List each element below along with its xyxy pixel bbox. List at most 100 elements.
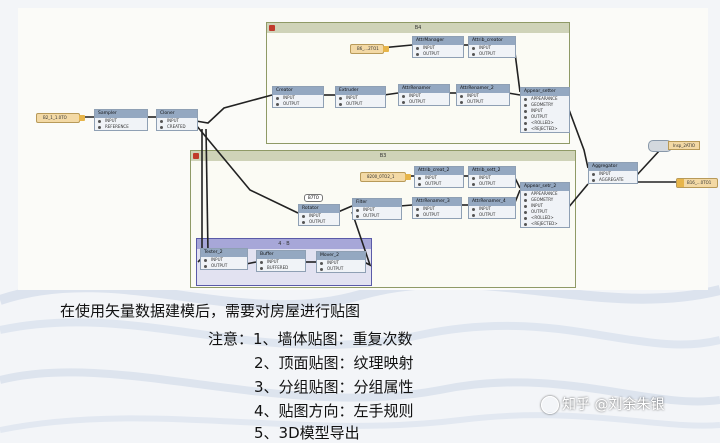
node-port[interactable]: OUTPUT [415, 181, 463, 187]
node-port[interactable]: OUTPUT [201, 263, 247, 269]
node-title: Appear_setr_2 [521, 183, 569, 191]
node-port[interactable]: INPUT [413, 206, 461, 212]
node-title: AttrRenamer_4 [469, 198, 515, 206]
transformer-aggregator[interactable]: Aggregator INPUT AGGREGATE [588, 162, 638, 184]
node-port[interactable]: INPUT [157, 118, 197, 124]
transformer-rotator[interactable]: Rotator INPUT OUTPUT [298, 204, 340, 226]
node-port[interactable]: OUTPUT [399, 99, 449, 105]
transformer-attr-renamer-2[interactable]: AttrRenamer_2 INPUT OUTPUT [456, 84, 510, 106]
node-port[interactable]: GEOMETRY [521, 197, 569, 203]
transformer-mover-2[interactable]: Mover_2 INPUT OUTPUT [316, 251, 366, 273]
annotation-note[interactable]: B7TO [304, 194, 323, 202]
node-port[interactable]: OUTPUT [317, 266, 365, 272]
node-title: Attrib_creator [469, 37, 515, 45]
reader-top[interactable]: B6_...2TO1 [350, 44, 389, 54]
node-title: Sampler [95, 110, 147, 118]
node-port[interactable]: INPUT [469, 175, 515, 181]
node-port[interactable]: INPUT [336, 95, 385, 101]
node-title: Filter [353, 199, 401, 207]
reader-middle[interactable]: 8200_0TO2_1 [360, 172, 411, 182]
node-port[interactable]: INPUT [201, 257, 247, 263]
node-port[interactable]: OUTPUT [413, 212, 461, 218]
node-port[interactable]: <ROLLED> [521, 215, 569, 221]
node-port[interactable]: INPUT [469, 206, 515, 212]
node-port[interactable]: OUTPUT [273, 101, 323, 107]
node-port[interactable]: OUTPUT [413, 51, 463, 57]
watermark-logo-icon [541, 396, 559, 414]
node-title: Tester_2 [201, 249, 247, 257]
notes-title: 注意：1、墙体贴图：重复次数 [208, 330, 413, 348]
inspector-label: Insp_2ATIO [668, 141, 701, 150]
node-title: AttrRenamer [399, 85, 449, 93]
transformer-attr-manager[interactable]: AttrManager INPUT OUTPUT [412, 36, 464, 58]
node-port[interactable]: INPUT [257, 259, 305, 265]
node-port[interactable]: INPUT [353, 207, 401, 213]
node-port[interactable]: OUTPUT [521, 209, 569, 215]
node-port[interactable]: REFERENCE [95, 124, 147, 130]
node-port[interactable]: APPEARANCE [521, 96, 569, 102]
node-port[interactable]: <ROLLED> [521, 120, 569, 126]
bookmark-title: B4 [414, 25, 422, 31]
transformer-attrib-creator[interactable]: Attrib_creator INPUT OUTPUT [468, 36, 516, 58]
transformer-attr-renamer-3[interactable]: AttrRenamer_3 INPUT OUTPUT [412, 197, 462, 219]
node-port[interactable]: INPUT [273, 95, 323, 101]
node-title: Aggregator [589, 163, 637, 171]
transformer-extruder[interactable]: Extruder INPUT OUTPUT [335, 86, 386, 108]
node-title: Attrib_creat_2 [415, 167, 463, 175]
transformer-cloner[interactable]: Cloner INPUT CREATED [156, 109, 198, 131]
node-title: AttrRenamer_3 [413, 198, 461, 206]
node-title: AttrRenamer_2 [457, 85, 509, 93]
node-port[interactable]: INPUT [415, 175, 463, 181]
node-port[interactable]: OUTPUT [457, 99, 509, 105]
transformer-creator[interactable]: Creator INPUT OUTPUT [272, 86, 324, 108]
node-title: Attrib_sett_2 [469, 167, 515, 175]
writer-final[interactable]: B16_...0TO1 [676, 178, 718, 188]
node-title: Appear_setter [521, 88, 569, 96]
node-port[interactable]: AGGREGATE [589, 177, 637, 183]
transformer-appearance-setter-2[interactable]: Appear_setr_2 APPEARANCE GEOMETRY INPUT … [520, 182, 570, 228]
node-port[interactable]: INPUT [299, 213, 339, 219]
transformer-filter[interactable]: Filter INPUT OUTPUT [352, 198, 402, 220]
node-title: Cloner [157, 110, 197, 118]
node-port[interactable]: OUTPUT [299, 219, 339, 225]
transformer-attrib-creator-2[interactable]: Attrib_creat_2 INPUT OUTPUT [414, 166, 464, 188]
transformer-buffer[interactable]: Buffer INPUT BUFFERED [256, 250, 306, 272]
node-title: Buffer [257, 251, 305, 259]
transformer-attr-renamer-4[interactable]: AttrRenamer_4 INPUT OUTPUT [468, 197, 516, 219]
node-port[interactable]: <REJECTED> [521, 126, 569, 132]
node-port[interactable]: OUTPUT [521, 114, 569, 120]
node-port[interactable]: <REJECTED> [521, 221, 569, 227]
node-port[interactable]: OUTPUT [469, 51, 515, 57]
transformer-appearance-setter[interactable]: Appear_setter APPEARANCE GEOMETRY INPUT … [520, 87, 570, 133]
node-port[interactable]: INPUT [317, 260, 365, 266]
node-port[interactable]: INPUT [521, 108, 569, 114]
node-title: Creator [273, 87, 323, 95]
node-port[interactable]: APPEARANCE [521, 191, 569, 197]
node-port[interactable]: OUTPUT [469, 181, 515, 187]
node-port[interactable]: GEOMETRY [521, 102, 569, 108]
node-port[interactable]: BUFFERED [257, 265, 305, 271]
note-item: 2、顶面贴图：纹理映射 [254, 354, 414, 372]
node-port[interactable]: INPUT [95, 118, 147, 124]
node-port[interactable]: OUTPUT [469, 212, 515, 218]
node-port[interactable]: INPUT [521, 203, 569, 209]
reader-main[interactable]: B2_1_1.0TO [36, 113, 85, 123]
node-title: Rotator [299, 205, 339, 213]
bookmark-title: B3 [379, 153, 387, 159]
node-port[interactable]: OUTPUT [336, 101, 385, 107]
watermark: 知乎 @刘余朱银 [562, 397, 665, 413]
node-port[interactable]: INPUT [589, 171, 637, 177]
node-port[interactable]: INPUT [413, 45, 463, 51]
transformer-sampler[interactable]: Sampler INPUT REFERENCE [94, 109, 148, 131]
node-title: AttrManager [413, 37, 463, 45]
transformer-tester-2[interactable]: Tester_2 INPUT OUTPUT [200, 248, 248, 270]
node-port[interactable]: CREATED [157, 124, 197, 130]
node-port[interactable]: INPUT [457, 93, 509, 99]
close-icon[interactable] [269, 25, 275, 31]
node-port[interactable]: INPUT [399, 93, 449, 99]
node-port[interactable]: INPUT [469, 45, 515, 51]
transformer-attrib-setter-2[interactable]: Attrib_sett_2 INPUT OUTPUT [468, 166, 516, 188]
transformer-attr-renamer[interactable]: AttrRenamer INPUT OUTPUT [398, 84, 450, 106]
node-port[interactable]: OUTPUT [353, 213, 401, 219]
note-item: 3、分组贴图：分组属性 [254, 378, 414, 396]
